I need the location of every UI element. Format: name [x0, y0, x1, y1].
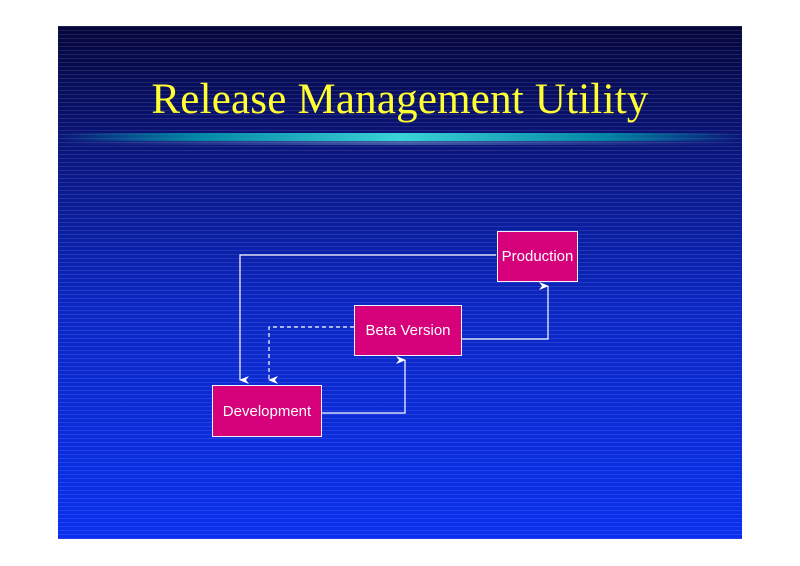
release-flow-diagram: [239, 254, 549, 414]
node-production-label: Production: [501, 248, 574, 265]
title-divider: [58, 133, 742, 141]
connector-development-to-beta: [322, 356, 406, 414]
connector-production-to-development: [239, 254, 496, 384]
node-development-label: Development: [222, 402, 312, 420]
node-production: Production: [497, 231, 578, 282]
connector-beta-to-development-dashed: [268, 326, 354, 384]
connector-beta-to-production: [462, 282, 549, 340]
node-beta-version-label: Beta Version: [365, 322, 451, 339]
title-divider-glow: [58, 141, 742, 145]
node-beta-version: Beta Version: [354, 305, 462, 356]
slide-title: Release Management Utility: [151, 76, 649, 123]
slide: Release Management Utility Production Be…: [58, 26, 742, 539]
node-development: Development: [212, 385, 322, 437]
